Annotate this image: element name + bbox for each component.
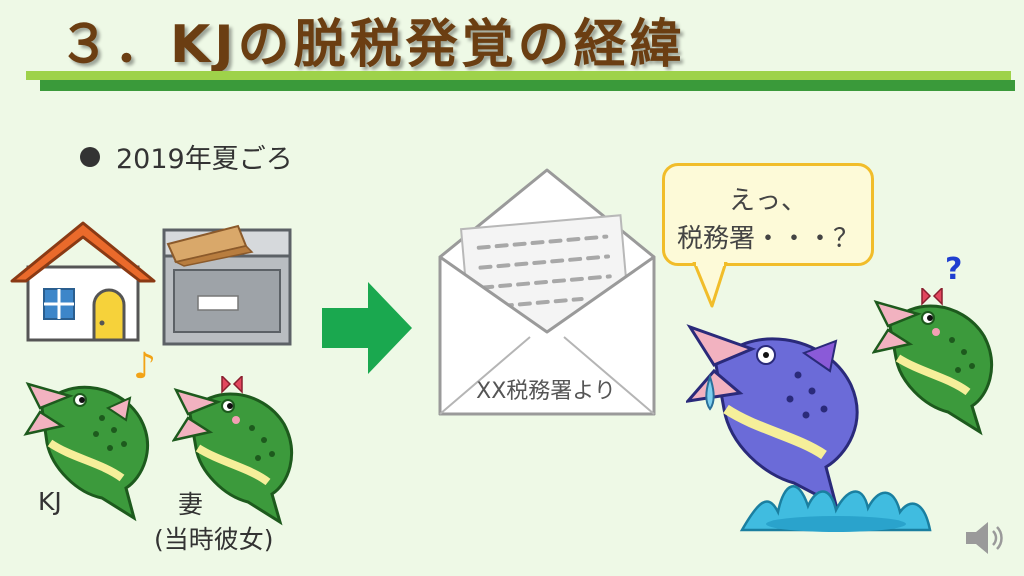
label-wife: 妻: [178, 490, 204, 519]
fish-wife-icon: [172, 376, 293, 526]
question-mark: ?: [945, 252, 963, 287]
envelope-icon: [438, 168, 656, 416]
music-note-icon: ♪: [133, 346, 156, 387]
bullet-item: 2019年夏ごろ: [80, 137, 293, 176]
speech-line-2: 税務署・・・？: [676, 224, 859, 254]
arrow-right-icon: [322, 282, 412, 374]
envelope-sender-text: XX税務署より: [476, 379, 616, 404]
speaker-icon[interactable]: [962, 518, 1006, 558]
speech-line-1: えっ、: [728, 186, 807, 216]
title-underline-light: [26, 71, 1011, 80]
fish-surprised-icon: [686, 324, 859, 508]
speech-bubble-tail: [692, 262, 728, 308]
fish-wife-confused-icon: [872, 288, 993, 436]
label-kj: KJ: [38, 487, 62, 516]
label-wife-note: (当時彼女): [154, 525, 274, 554]
mailbox-icon: [162, 224, 292, 346]
bullet-text: 2019年夏ごろ: [116, 144, 293, 175]
bullet-dot: [80, 146, 100, 167]
slide-title: ３．KJの脱税発覚の経緯: [58, 15, 686, 75]
house-icon: [10, 221, 156, 342]
title-underline-dark: [40, 80, 1015, 91]
speech-bubble: [662, 163, 874, 266]
fish-kj-icon: [23, 382, 149, 522]
water-splash: [739, 485, 932, 532]
